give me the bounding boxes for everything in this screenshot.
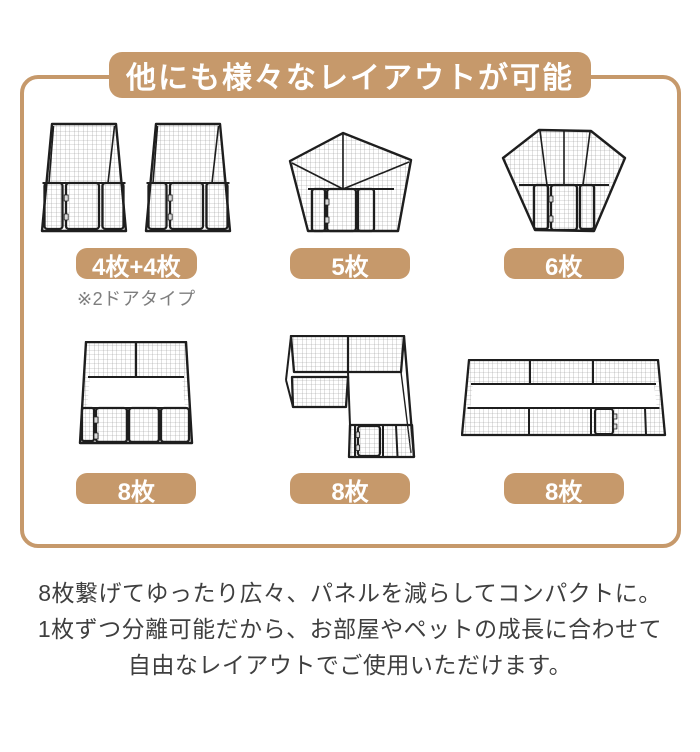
hexagon-pen-illustration: [501, 128, 626, 233]
layouts-row-1: 4枚+4枚 ※2ドアタイプ: [30, 121, 671, 311]
layout-card-6-panels: 6枚: [457, 121, 671, 311]
figure-rectangle-pen-8: [460, 335, 667, 459]
panel-count-label: 6枚: [544, 253, 583, 281]
two-square-pens-illustration: [41, 122, 232, 233]
pen-door: [95, 406, 129, 444]
layout-card-4plus4: 4枚+4枚 ※2ドアタイプ: [30, 121, 244, 311]
door-latch: [64, 194, 69, 202]
description-line-3: 自由なレイアウトでご使用いただけます。: [127, 652, 573, 678]
door-latch: [168, 194, 173, 202]
layout-card-8-rectangle: 8枚: [457, 335, 671, 506]
pen-right: [145, 122, 232, 233]
door-latch: [355, 431, 360, 438]
pen-door: [593, 407, 614, 436]
pen-door: [356, 424, 382, 458]
door-latch: [324, 198, 329, 206]
door-latch: [548, 195, 554, 203]
figure-pentagon-pen: [288, 121, 413, 234]
layouts-frame: 4枚+4枚 ※2ドアタイプ: [19, 75, 681, 548]
layout-card-8-square: 8枚: [30, 335, 244, 506]
header-title: 他にも様々なレイアウトが可能: [126, 62, 574, 95]
panel-count-label: 4枚+4枚: [91, 253, 181, 281]
description-line-1: 8枚繋げてゆったり広々、パネルを減らしてコンパクトに。: [38, 580, 662, 606]
panel-count-badge: 8枚: [290, 473, 410, 506]
description-paragraph: 8枚繋げてゆったり広々、パネルを減らしてコンパクトに。 1枚ずつ分離可能だから、…: [0, 575, 700, 683]
rectangle-pen-8-illustration: [460, 359, 666, 437]
panel-count-badge: 5枚: [290, 248, 410, 281]
panel-count-badge: 4枚+4枚: [75, 248, 197, 281]
door-latch: [324, 216, 329, 224]
layouts-row-2: 8枚: [30, 335, 671, 506]
panel-count-badge: 8枚: [76, 473, 197, 506]
panel-count-badge: 8枚: [503, 473, 624, 506]
door-latch: [93, 432, 99, 440]
square-pen-8-illustration: [79, 341, 194, 445]
panel-count-label: 8枚: [331, 478, 369, 506]
figure-square-pen-8: [76, 335, 196, 459]
door-latch: [548, 215, 554, 223]
l-shaped-pen-8-illustration: [285, 335, 416, 459]
door-latch: [93, 416, 99, 424]
pen-door: [325, 187, 357, 233]
figure-hexagon-pen: [501, 121, 627, 234]
panel-count-label: 5枚: [331, 253, 369, 281]
panel-count-badge: 6枚: [503, 248, 624, 281]
layout-card-5-panels: 5枚: [243, 121, 457, 311]
panel-count-label: 8枚: [117, 478, 155, 506]
description-line-2: 1枚ずつ分離可能だから、お部屋やペットの成長に合わせて: [37, 616, 663, 642]
door-latch: [64, 213, 69, 221]
figure-l-shaped-pen-8: [284, 335, 416, 459]
pen-door: [65, 181, 101, 231]
pentagon-pen-illustration: [288, 131, 412, 233]
door-latch: [612, 413, 617, 420]
two-door-type-note: ※2ドアタイプ: [77, 289, 196, 309]
pen-door: [169, 181, 205, 231]
header-banner: 他にも様々なレイアウトが可能: [109, 52, 591, 98]
pen-left: [41, 122, 128, 233]
door-latch: [355, 444, 360, 451]
figure-two-square-pens: [38, 121, 234, 234]
door-latch: [612, 423, 617, 430]
pen-door: [549, 183, 578, 232]
door-latch: [168, 213, 173, 221]
layout-card-8-lshape: 8枚: [243, 335, 457, 506]
panel-count-label: 8枚: [544, 478, 583, 506]
